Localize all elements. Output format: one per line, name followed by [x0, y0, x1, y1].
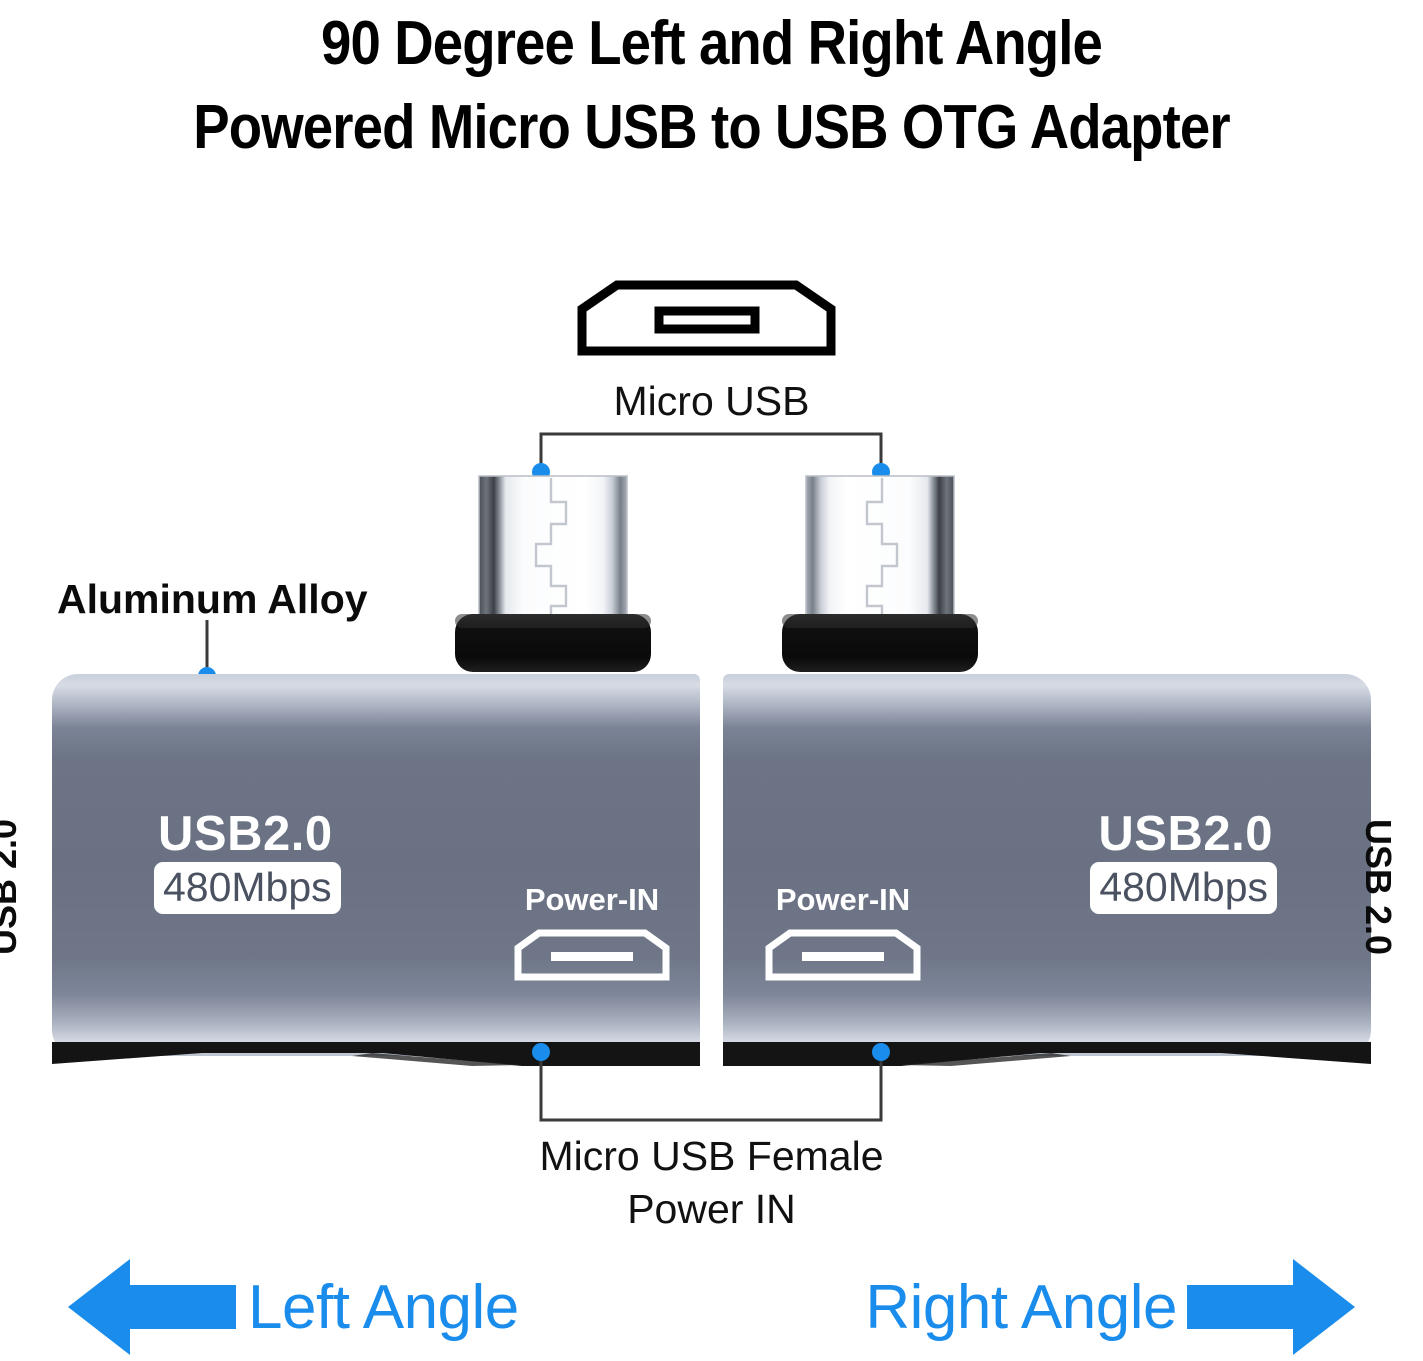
callout-aluminum-alloy: Aluminum Alloy — [57, 576, 368, 622]
micro-usb-legend-label: Micro USB — [613, 378, 810, 424]
power-in-label-left: Power-IN — [524, 882, 660, 917]
micro-usb-port-icon — [575, 278, 838, 358]
callout-female-line-1: Micro USB Female — [539, 1133, 884, 1179]
marking-usb-version-right: USB2.0 — [1098, 807, 1273, 861]
micro-usb-male-plug-left — [433, 466, 673, 681]
power-in-port-icon-left — [513, 928, 671, 982]
arrow-right-icon — [1187, 1257, 1355, 1357]
marking-usb-version-left: USB2.0 — [158, 807, 333, 861]
adapter-body-left: USB2.0 480Mbps Power-IN — [52, 674, 700, 1066]
page-title: 90 Degree Left and Right Angle Powered M… — [85, 2, 1337, 170]
callout-female-line-2: Power IN — [627, 1186, 796, 1232]
angle-indicator-right: Right Angle — [865, 1253, 1355, 1361]
power-in-group-left: Power-IN — [492, 882, 692, 982]
micro-usb-male-plug-right — [760, 466, 1000, 681]
angle-label-left: Left Angle — [248, 1272, 519, 1342]
power-in-port-icon-right — [764, 928, 922, 982]
side-label-usb20-left: USB 2.0 — [0, 818, 25, 956]
angle-indicator-left: Left Angle — [68, 1253, 519, 1361]
arrow-left-icon — [68, 1257, 236, 1357]
marking-speed-right: 480Mbps — [1090, 862, 1277, 914]
aluminum-shell-left — [52, 674, 700, 1056]
angle-label-right: Right Angle — [865, 1272, 1177, 1342]
title-line-2: Powered Micro USB to USB OTG Adapter — [193, 93, 1230, 162]
angle-indicator-row: Left Angle Right Angle — [0, 1253, 1423, 1361]
bottom-edge-strip-left — [52, 1040, 700, 1076]
bottom-edge-strip-right — [723, 1040, 1371, 1076]
power-in-group-right: Power-IN — [743, 882, 943, 982]
callout-micro-usb-female: Micro USB Female Power IN — [0, 1130, 1423, 1236]
power-in-label-right: Power-IN — [775, 882, 911, 917]
adapter-body-right: USB2.0 480Mbps Power-IN — [723, 674, 1371, 1066]
side-label-usb20-right: USB 2.0 — [1358, 818, 1400, 956]
marking-speed-left: 480Mbps — [154, 862, 341, 914]
title-line-1: 90 Degree Left and Right Angle — [321, 9, 1103, 78]
